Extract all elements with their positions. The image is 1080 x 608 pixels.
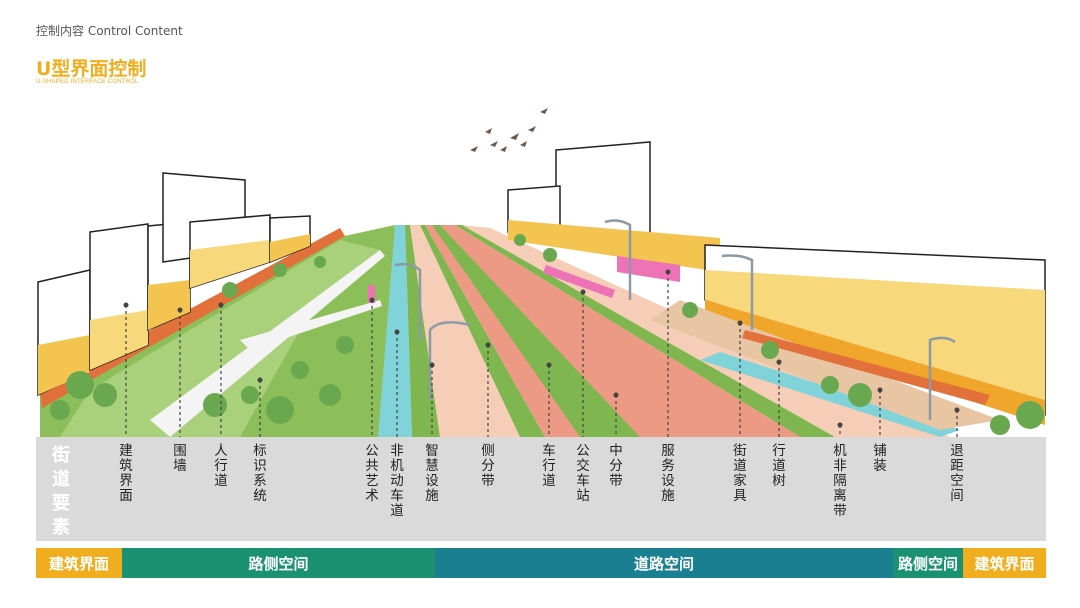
element-label: 智慧设施	[425, 443, 439, 504]
left-building-1-band	[38, 335, 90, 395]
space-segment: 路侧空间	[122, 548, 435, 578]
birds	[470, 108, 548, 152]
street-lamps	[394, 219, 956, 420]
left-path-2	[240, 300, 382, 350]
right-building-band-1	[508, 220, 720, 272]
element-label: 中分带	[609, 443, 623, 489]
leader-lines	[125, 272, 958, 442]
left-building-3-band	[148, 280, 190, 330]
element-label: 铺装	[873, 443, 887, 474]
left-trees	[50, 256, 354, 424]
space-segment: 道路空间	[435, 548, 893, 578]
left-building-orange-base	[40, 228, 345, 408]
side-strip-left	[420, 225, 545, 437]
street-elements-label: 街道要素	[52, 445, 70, 538]
street-elements-band	[36, 437, 1046, 541]
side-lane-left	[410, 225, 520, 437]
header-small-title: 控制内容 Control Content	[36, 24, 183, 38]
space-segment: 建筑界面	[963, 548, 1046, 578]
element-label: 标识系统	[253, 443, 267, 504]
bus-shelter	[543, 265, 615, 298]
element-label: 围墙	[173, 443, 187, 474]
element-label: 车行道	[542, 443, 556, 489]
public-art	[368, 285, 375, 303]
element-label: 行道树	[772, 443, 786, 489]
page-subtitle: U-SHAPED INTERFACE CONTROL	[36, 79, 139, 85]
left-building-5-band	[270, 234, 310, 262]
element-label: 公交车站	[576, 443, 590, 504]
right-trees	[514, 234, 1044, 435]
cycle-lane-right	[700, 352, 960, 437]
center-median	[432, 225, 640, 437]
right-plaza	[650, 300, 1000, 430]
element-label: 侧分带	[481, 443, 495, 489]
page-title: U型界面控制	[36, 58, 147, 80]
main-lane-right	[440, 225, 800, 437]
element-label: 建筑界面	[119, 443, 133, 504]
element-label: 退距空间	[950, 443, 964, 504]
right-plaza-stripe	[742, 330, 990, 405]
element-label: 非机动车道	[390, 443, 404, 519]
element-label: 公共艺术	[365, 443, 379, 504]
element-label: 街道家具	[733, 443, 747, 504]
element-label: 服务设施	[661, 443, 675, 504]
left-building-2-band	[90, 310, 148, 370]
space-segment: 建筑界面	[36, 548, 122, 578]
service-kiosk	[617, 256, 680, 282]
left-lawn-light	[60, 240, 380, 437]
leader-dots	[123, 269, 960, 428]
right-building-long-band	[705, 270, 1045, 400]
space-segment: 路侧空间	[893, 548, 963, 578]
element-label: 人行道	[214, 443, 228, 489]
left-building-4-band	[190, 240, 270, 288]
element-label: 机非隔离带	[833, 443, 847, 519]
